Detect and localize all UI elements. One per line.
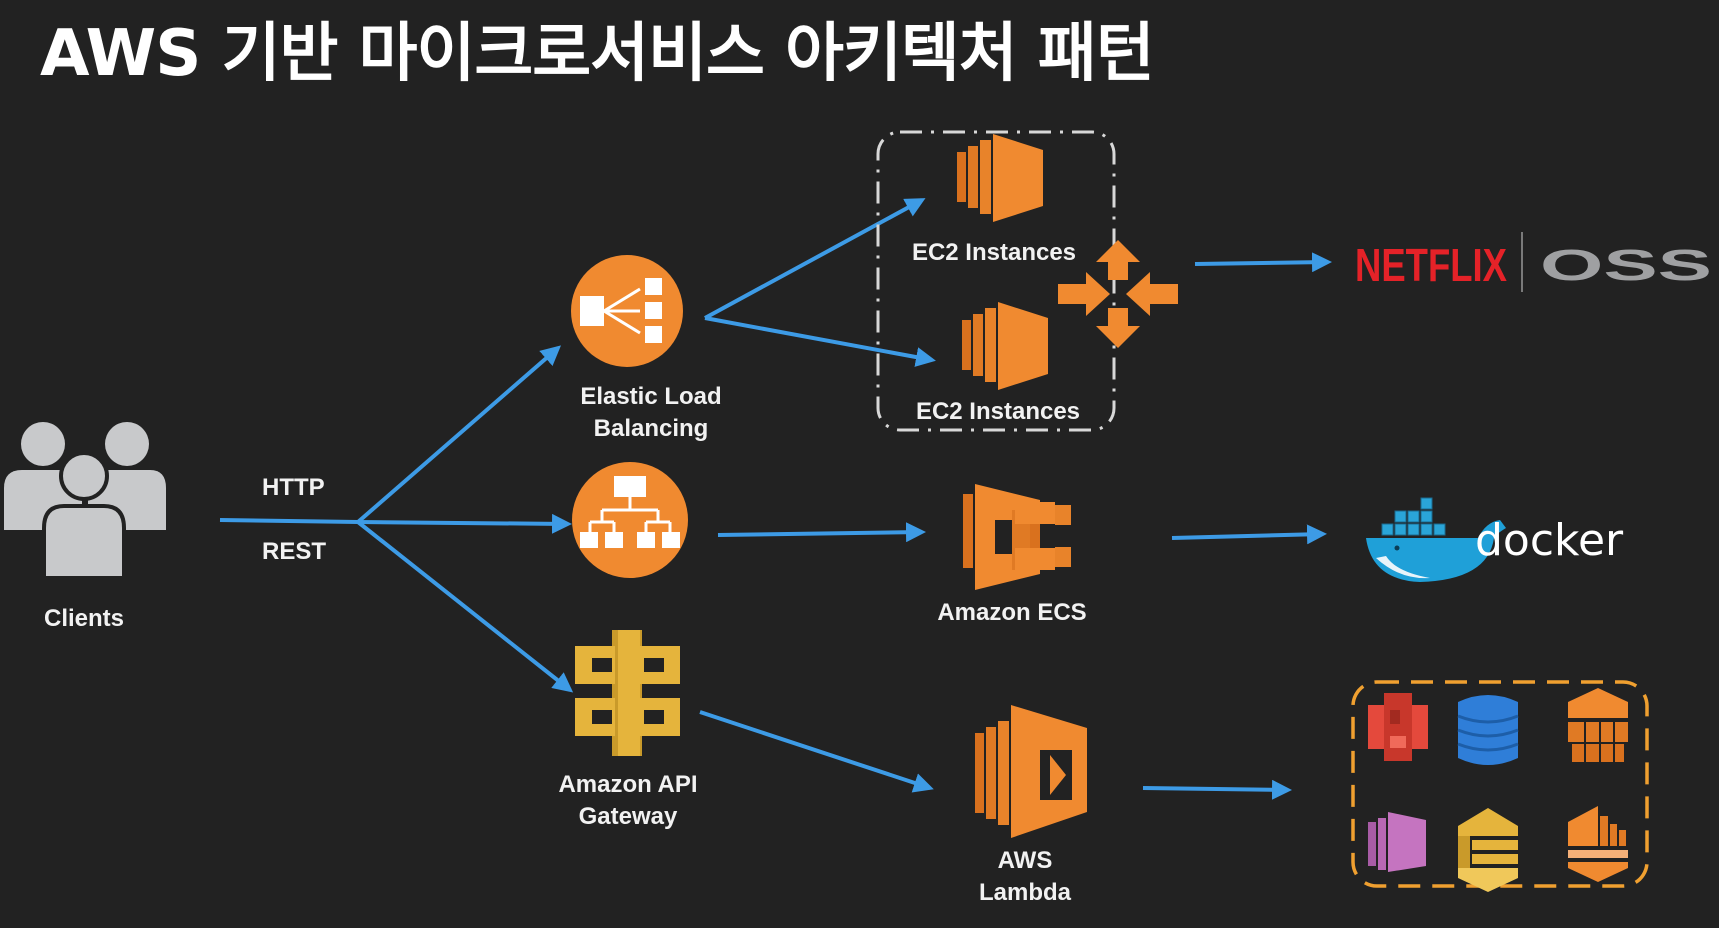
lambda-label-line2: Lambda xyxy=(978,879,1071,906)
arrow-ecs-to-docker xyxy=(1171,524,1327,545)
ec2-group-box xyxy=(876,130,1116,432)
api-gateway-label-line2: Gateway xyxy=(578,803,678,830)
page-title: AWS 기반 마이크로서비스 아키텍처 패턴 xyxy=(40,17,1155,91)
ecs-label: Amazon ECS xyxy=(937,599,1087,626)
application-load-balancer-icon xyxy=(572,462,688,578)
ecs-icon xyxy=(963,484,1071,590)
lambda-icon xyxy=(975,705,1087,838)
ec2-bottom-label: EC2 Instances xyxy=(915,398,1081,425)
api-gateway-icon xyxy=(575,630,680,756)
netflix-oss-logo: NETFLIX OSS xyxy=(1355,232,1712,292)
kinesis-icon xyxy=(1368,812,1426,872)
protocol-label-http: HTTP xyxy=(262,474,325,501)
arrow-alb-to-ecs xyxy=(717,522,926,543)
arrow-clients-hub xyxy=(219,518,359,524)
arrow-to-alb xyxy=(357,513,572,534)
ec2-top-label: EC2 Instances xyxy=(911,239,1077,266)
netflix-brand: NETFLIX xyxy=(1355,239,1507,291)
redshift-icon xyxy=(1568,806,1628,882)
s3-icon xyxy=(1368,693,1428,761)
auto-scaling-icon xyxy=(1058,240,1178,348)
ec2-icon-top xyxy=(957,134,1043,222)
dynamodb-icon xyxy=(1457,695,1519,765)
arrow-ec2-to-netflix xyxy=(1194,252,1332,273)
docker-logo: docker xyxy=(1366,497,1624,582)
arrow-elb-to-ec2-bottom xyxy=(704,316,936,367)
elb-label-line2: Balancing xyxy=(593,415,709,442)
users-icon xyxy=(4,422,166,580)
elasticache-icon xyxy=(1568,688,1628,762)
api-gateway-label-line1: Amazon API xyxy=(558,771,698,798)
arrow-to-api-gateway xyxy=(356,520,574,693)
arrow-elb-to-ec2-top xyxy=(704,198,926,320)
elb-label-line1: Elastic Load xyxy=(580,383,722,410)
arrow-gateway-to-lambda xyxy=(699,710,934,793)
protocol-label-rest: REST xyxy=(262,538,327,565)
oss-label: OSS xyxy=(1540,241,1712,290)
lambda-label-line1: AWS xyxy=(997,847,1053,874)
clients-label: Clients xyxy=(43,605,124,632)
sqs-icon xyxy=(1458,808,1518,892)
load-balancer-icon xyxy=(571,255,683,367)
ec2-icon-bottom xyxy=(962,302,1048,390)
arrow-to-elb xyxy=(356,345,562,524)
docker-brand: docker xyxy=(1475,515,1624,566)
arrow-lambda-to-services xyxy=(1142,779,1292,800)
